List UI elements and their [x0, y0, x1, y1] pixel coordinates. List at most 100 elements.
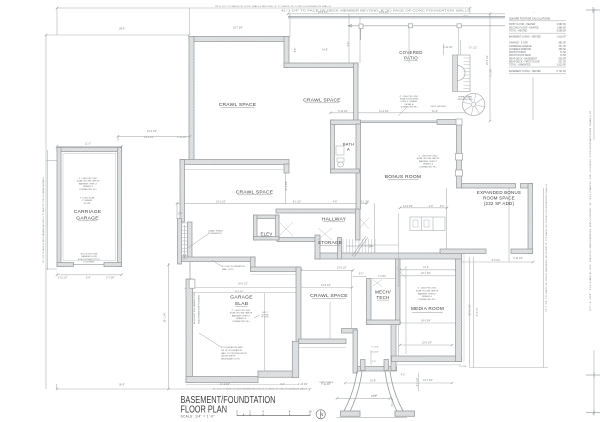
svg-text:STAIR TREADS: STAIR TREADS — [319, 381, 333, 384]
svg-text:BONUS ROOM: BONUS ROOM — [385, 174, 421, 180]
svg-text:SPIRAL STAIR: SPIRAL STAIR — [458, 96, 472, 99]
svg-text:CARRIAGE GARAGE: CARRIAGE GARAGE — [509, 45, 532, 48]
svg-text:COMPACTED FILL: COMPACTED FILL — [418, 298, 437, 301]
svg-text:7'-3 3/4": 7'-3 3/4" — [378, 276, 387, 278]
svg-text:371 SF: 371 SF — [559, 46, 567, 48]
svg-text:14'-1 1/2": 14'-1 1/2" — [216, 202, 226, 204]
svg-text:4'-10 1/4": 4'-10 1/4" — [513, 258, 523, 260]
svg-text:14'-8": 14'-8" — [322, 50, 328, 52]
svg-text:3'-0": 3'-0" — [440, 206, 445, 208]
svg-text:6'-0": 6'-0" — [359, 274, 364, 276]
svg-text:23'-0 1/2": 23'-0 1/2" — [487, 55, 489, 65]
svg-text:4" CONC SLAB: 4" CONC SLAB — [80, 197, 95, 200]
svg-text:4" - 3000 PSI CONC: 4" - 3000 PSI CONC — [232, 310, 251, 312]
svg-text:41'-1 1/4" TO FACE OF DECK MEM: 41'-1 1/4" TO FACE OF DECK MEMBER BEYOND… — [281, 10, 471, 13]
svg-text:2'-11 1/2": 2'-11 1/2" — [443, 47, 453, 49]
svg-text:9'-8": 9'-8" — [280, 384, 285, 386]
svg-text:14'-2 3/4": 14'-2 3/4" — [220, 384, 230, 386]
svg-text:5'-11 3/4": 5'-11 3/4" — [177, 137, 187, 139]
svg-text:8" FOUNDATION WALL: 8" FOUNDATION WALL — [221, 346, 244, 349]
svg-text:REAR DECK - FIRST FLOOR: REAR DECK - FIRST FLOOR — [509, 60, 540, 63]
svg-text:REAR DECK - BASEMENT: REAR DECK - BASEMENT — [509, 57, 538, 60]
svg-text:COVERED PARKING: COVERED PARKING — [509, 48, 531, 51]
svg-text:71 SF: 71 SF — [560, 52, 567, 54]
svg-text:8: 8 — [289, 410, 291, 414]
svg-text:SLOPE: SLOPE — [84, 203, 92, 205]
svg-text:ROOM SPACE: ROOM SPACE — [483, 196, 515, 201]
svg-text:29'-10 1/4": 29'-10 1/4" — [470, 304, 472, 315]
svg-text:4'-2": 4'-2" — [401, 375, 406, 377]
svg-text:N: N — [320, 412, 323, 417]
svg-text:2'-1 1/2": 2'-1 1/2" — [469, 48, 478, 50]
svg-text:ELEV: ELEV — [261, 232, 273, 237]
svg-text:70 SF: 70 SF — [560, 55, 567, 57]
svg-text:FRONT PORCH: FRONT PORCH — [509, 52, 526, 54]
svg-text:16'-2 3/4": 16'-2 3/4" — [318, 12, 328, 14]
svg-text:5'-0 1/4": 5'-0 1/4" — [492, 260, 501, 262]
svg-text:1,618 SF: 1,618 SF — [557, 37, 567, 39]
svg-text:11'-6": 11'-6" — [432, 111, 438, 113]
svg-text:37'-1 3/4" TO FACE OF DECK MEM: 37'-1 3/4" TO FACE OF DECK MEMBER BEYOND… — [545, 183, 548, 312]
svg-text:COMPACTED FILL: COMPACTED FILL — [400, 105, 419, 108]
svg-text:GARAGE DOOR: GARAGE DOOR — [81, 255, 97, 258]
svg-text:GRAVEL &: GRAVEL & — [423, 163, 434, 166]
svg-text:2'-10 1/2": 2'-10 1/2" — [58, 277, 68, 279]
svg-text:(232 SF ADD): (232 SF ADD) — [484, 201, 515, 206]
svg-text:6'-8": 6'-8" — [374, 395, 378, 397]
svg-text:MEDIA ROOM: MEDIA ROOM — [411, 306, 444, 311]
svg-text:4" - 3000 PSI CONC: 4" - 3000 PSI CONC — [418, 288, 437, 290]
svg-text:GARAGE - 3 CAR: GARAGE - 3 CAR — [509, 42, 528, 45]
svg-text:24'-3 1/2": 24'-3 1/2" — [238, 284, 248, 286]
svg-text:7'-1 3/4": 7'-1 3/4" — [371, 347, 379, 349]
svg-text:BARRIER OVER 4": BARRIER OVER 4" — [418, 292, 436, 295]
svg-text:3,682 SF: 3,682 SF — [557, 24, 567, 26]
svg-text:1,986 SF: 1,986 SF — [557, 27, 567, 29]
svg-text:16'-8": 16'-8" — [370, 381, 376, 383]
svg-text:SLOPE: SLOPE — [262, 314, 270, 316]
svg-text:8" CONC FOUNDATION: 8" CONC FOUNDATION — [222, 265, 245, 268]
svg-text:MECH/: MECH/ — [375, 290, 391, 295]
svg-text:SUBCONTRACTOR FLOORING: SUBCONTRACTOR FLOORING — [198, 294, 201, 324]
svg-text:4" - 3000 PSI CONC: 4" - 3000 PSI CONC — [79, 178, 98, 180]
svg-text:BASEMENT LIVING - HEATED: BASEMENT LIVING - HEATED — [509, 70, 541, 73]
svg-text:2'-7 3/4": 2'-7 3/4" — [106, 277, 115, 279]
svg-text:BASEMENT LIVING - HEATED: BASEMENT LIVING - HEATED — [509, 36, 541, 39]
svg-text:28'-0": 28'-0" — [119, 29, 125, 31]
svg-text:4" - 3000 PSI CONC: 4" - 3000 PSI CONC — [419, 156, 438, 158]
svg-text:28'-1 3/4": 28'-1 3/4" — [165, 312, 167, 322]
svg-text:41'-1 1/4" TO FACE OF DECK MEM: 41'-1 1/4" TO FACE OF DECK MEMBER BEYOND… — [213, 388, 308, 391]
svg-text:DETAIL A: DETAIL A — [405, 103, 415, 106]
svg-text:COVERED: COVERED — [399, 50, 422, 55]
svg-text:7'-1 3/4": 7'-1 3/4" — [491, 69, 493, 78]
svg-text:SLAB ON 6 MIL VAPOR: SLAB ON 6 MIL VAPOR — [230, 312, 253, 315]
svg-text:FLOORING: FLOORING — [84, 262, 95, 264]
svg-text:BARRIER OVER 4": BARRIER OVER 4" — [232, 314, 250, 317]
svg-text:ON 16" FOUNDATION: ON 16" FOUNDATION — [221, 349, 242, 352]
svg-text:BARRIER OVER 4": BARRIER OVER 4" — [79, 182, 97, 185]
svg-text:GARAGE: GARAGE — [76, 216, 99, 222]
svg-text:526 SF: 526 SF — [559, 58, 567, 60]
svg-text:FIRST FLOOR - HEATED: FIRST FLOOR - HEATED — [509, 23, 536, 26]
svg-text:4: 4 — [262, 410, 264, 414]
svg-text:18'-0": 18'-0" — [371, 396, 377, 398]
svg-text:24'-0 3/4": 24'-0 3/4" — [421, 320, 431, 322]
svg-text:5,701 SF: 5,701 SF — [557, 71, 567, 73]
svg-text:0: 0 — [236, 410, 238, 414]
svg-text:GRAVEL &: GRAVEL & — [422, 295, 433, 298]
svg-text:WALL (TYP.): WALL (TYP.) — [222, 268, 234, 271]
svg-text:18'-0 3/4": 18'-0 3/4" — [286, 181, 288, 191]
svg-text:FRONT ROOF DECK: FRONT ROOF DECK — [509, 55, 532, 57]
svg-text:6'-1 1/2": 6'-1 1/2" — [417, 378, 419, 387]
svg-text:DECK LEDGER: DECK LEDGER — [431, 106, 446, 108]
svg-text:360 SF: 360 SF — [559, 49, 567, 51]
svg-text:16: 16 — [309, 410, 312, 414]
svg-text:2,613 SF: 2,613 SF — [557, 65, 567, 67]
svg-text:CRAWL SPACE: CRAWL SPACE — [208, 230, 223, 233]
svg-text:COMPACTED FILL: COMPACTED FILL — [232, 320, 251, 323]
svg-text:36'-0": 36'-0" — [119, 384, 125, 386]
svg-text:GRAVEL &: GRAVEL & — [83, 185, 94, 188]
svg-text:SLAB ON 6 MIL VAPOR: SLAB ON 6 MIL VAPOR — [417, 157, 440, 160]
svg-text:13'-8 1/2": 13'-8 1/2" — [321, 285, 331, 287]
svg-text:BATH: BATH — [343, 142, 354, 147]
svg-text:SLAB ON 6 MIL VAPOR: SLAB ON 6 MIL VAPOR — [77, 180, 100, 183]
